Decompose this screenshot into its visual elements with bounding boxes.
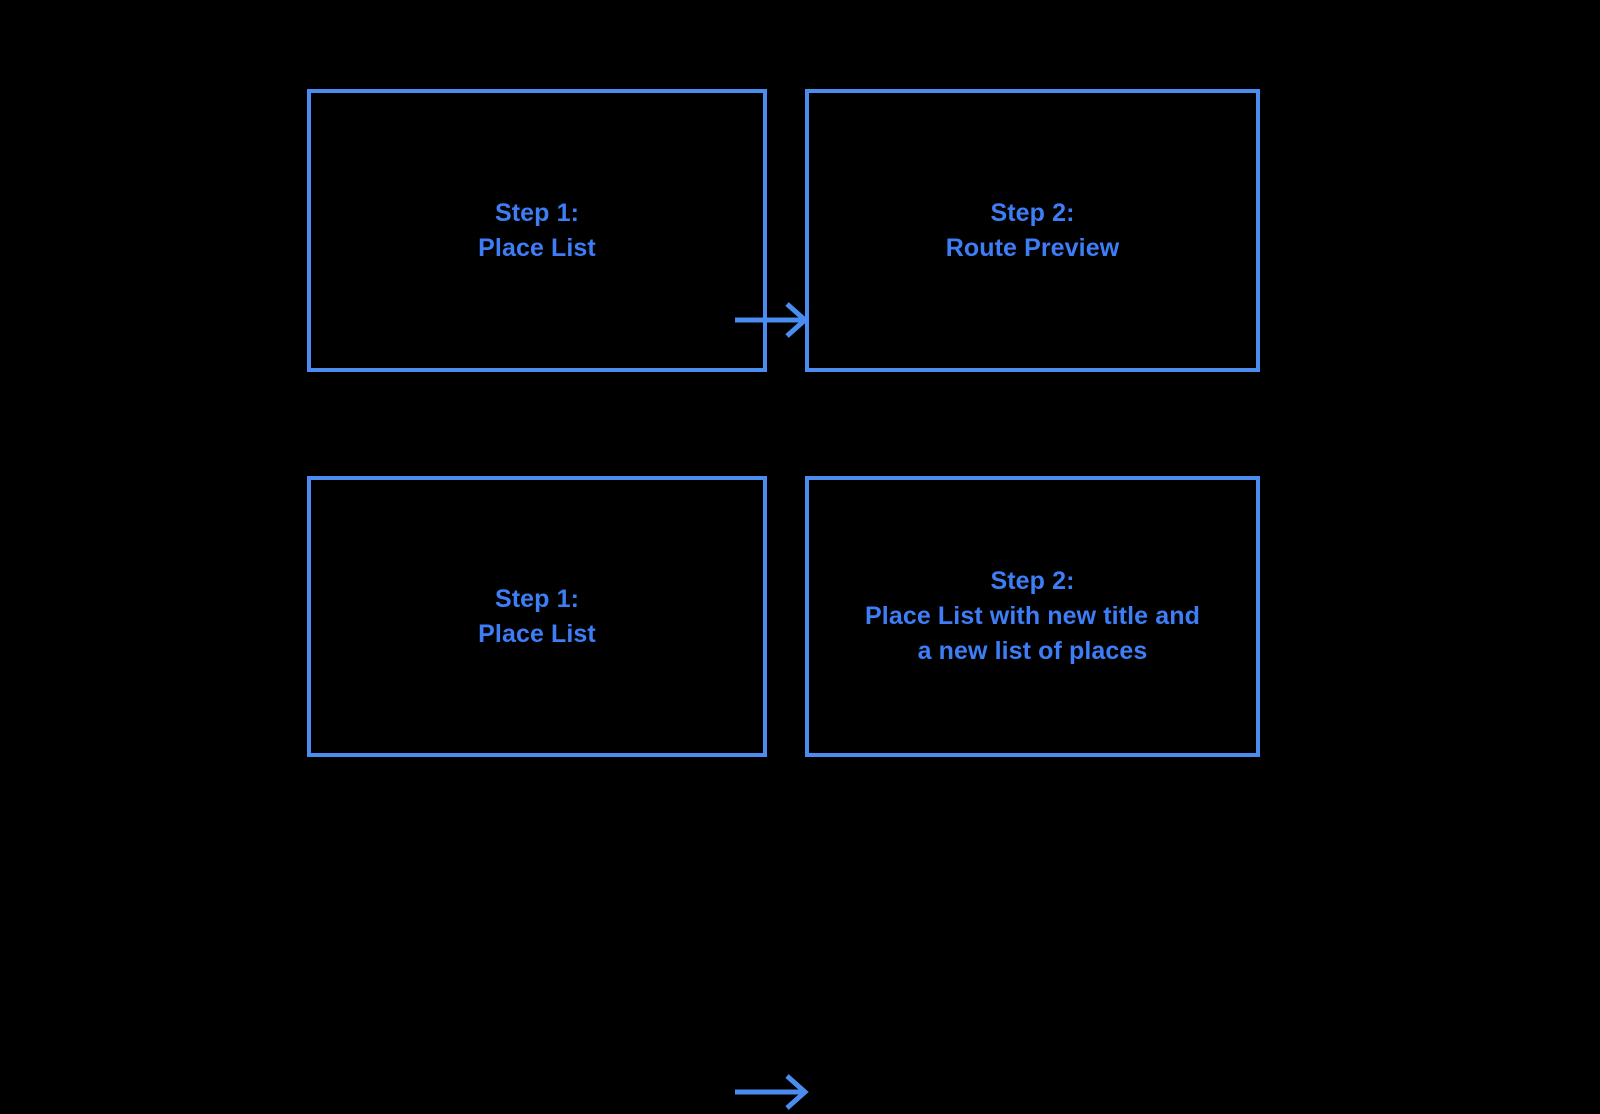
flow-row: Step 1: Place List Step 2: Place List wi… xyxy=(0,476,1600,1110)
step-box-label: Step 2: Place List with new title and a … xyxy=(865,567,1200,665)
flow-row: Step 1: Place List Step 2: Route Preview xyxy=(0,89,1600,372)
step-box-label: Step 2: Route Preview xyxy=(945,198,1120,262)
step-box-1[interactable]: Step 1: Place List xyxy=(307,89,767,372)
step-box-label: Step 1: Place List xyxy=(478,584,596,648)
step-box-1[interactable]: Step 1: Place List xyxy=(307,476,767,757)
step-box-label: Step 1: Place List xyxy=(478,198,596,262)
flow-connector xyxy=(731,1070,811,1114)
step-box-2[interactable]: Step 2: Place List with new title and a … xyxy=(805,476,1260,757)
diagram-canvas: Step 1: Place List Step 2: Route Preview… xyxy=(0,89,1600,1110)
step-box-2[interactable]: Step 2: Route Preview xyxy=(805,89,1260,372)
arrow-right-icon xyxy=(735,1074,809,1110)
